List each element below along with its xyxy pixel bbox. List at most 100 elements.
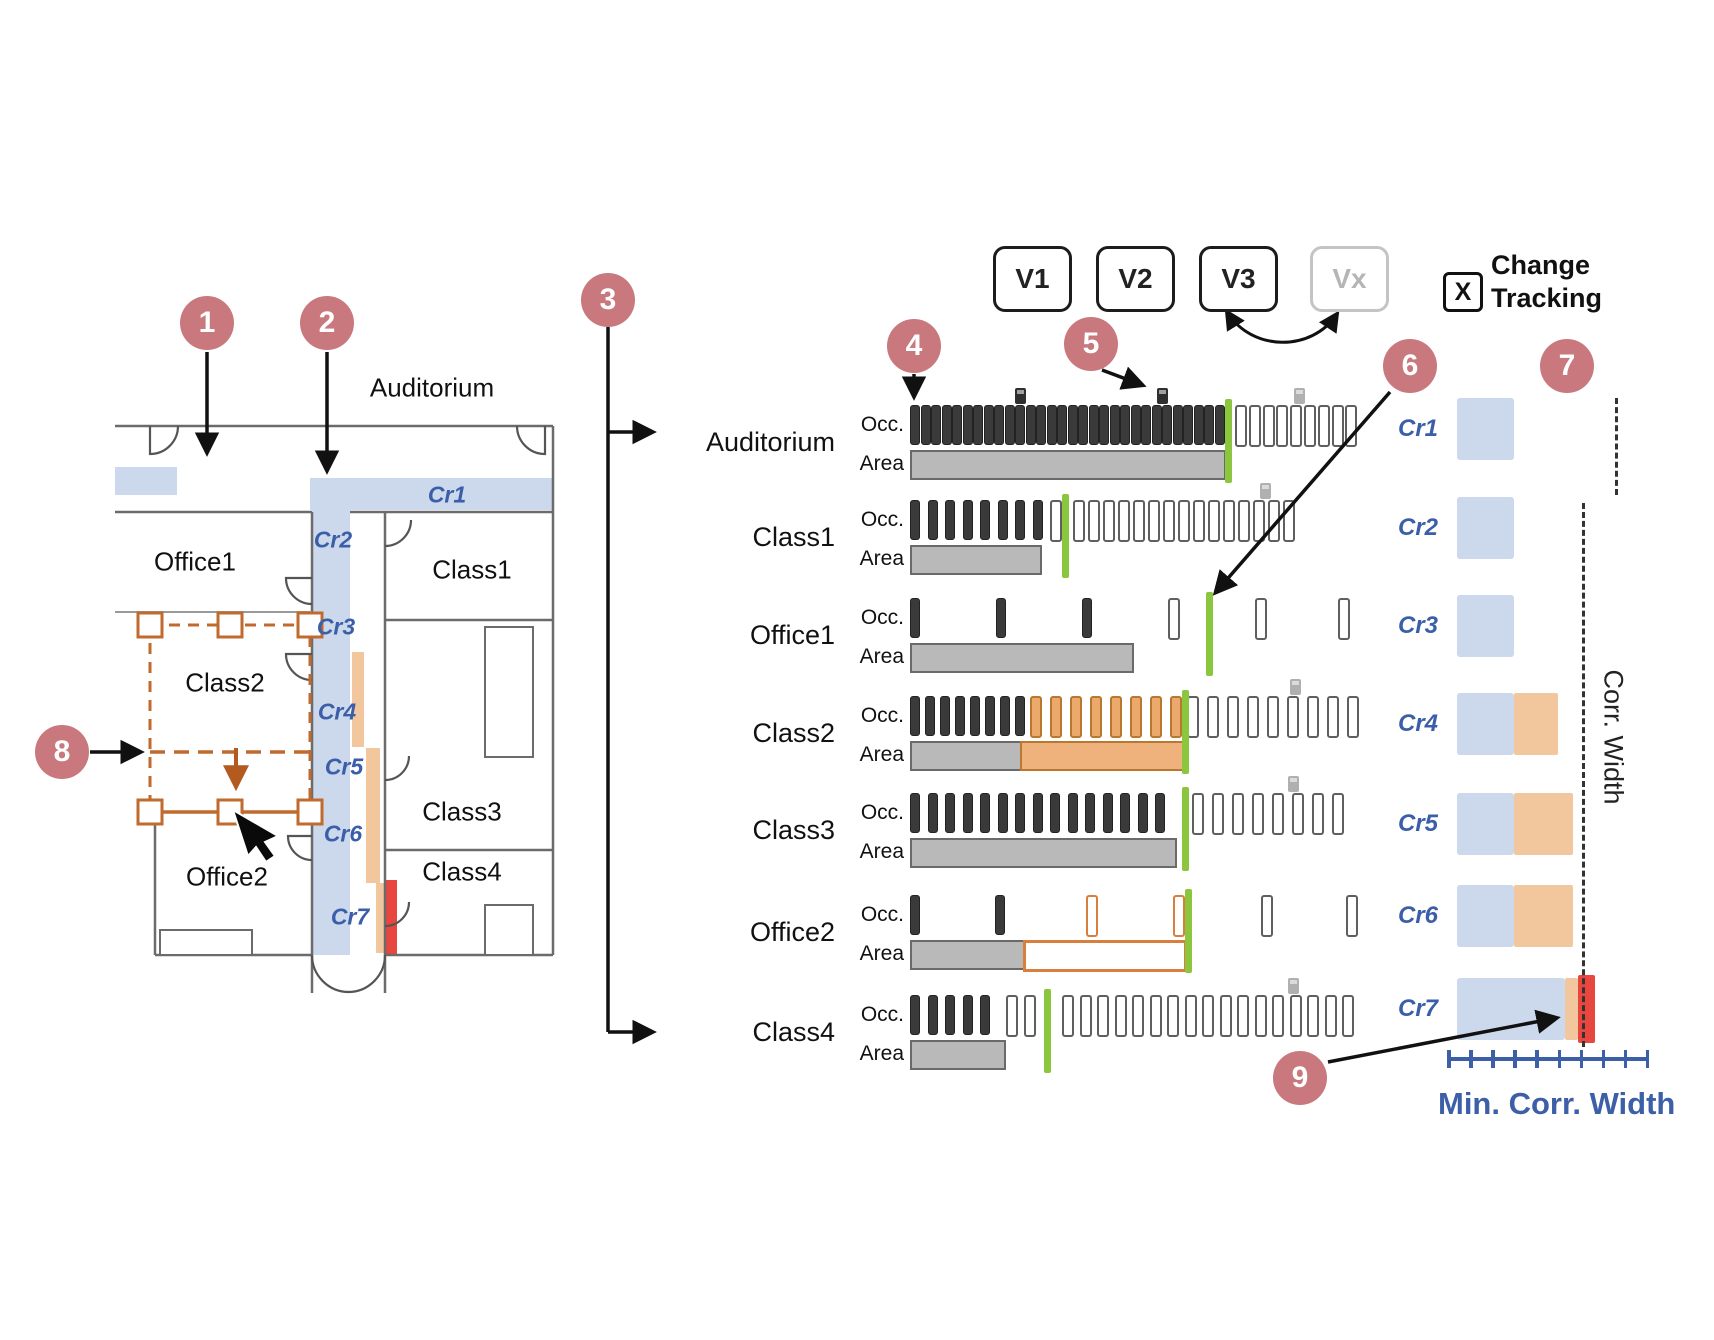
- selection-handles[interactable]: [136, 611, 324, 826]
- occupancy-tick: [1137, 793, 1148, 833]
- occupancy-tick: [1227, 696, 1239, 738]
- version-swap-curved-arrow: [1224, 308, 1340, 344]
- occupancy-tick: [1207, 696, 1219, 738]
- occupancy-tick: [910, 696, 920, 736]
- plan-room-label-class3: Class3: [422, 796, 502, 827]
- occupancy-tick: [1078, 405, 1088, 445]
- occupancy-tick: [1046, 405, 1057, 445]
- corridor-peach-extension: [1514, 885, 1573, 947]
- ruler-tick: [1557, 1050, 1561, 1068]
- version-button-v3[interactable]: V3: [1199, 246, 1278, 312]
- occupancy-tick: [1120, 405, 1130, 445]
- occupancy-tick: [980, 500, 990, 540]
- change-tracking-checkbox[interactable]: X: [1443, 272, 1483, 312]
- row-room-label-class2: Class2: [752, 718, 835, 748]
- occupancy-tick: [980, 793, 990, 833]
- area-axis-label: Area: [859, 1042, 904, 1065]
- occupancy-tick: [1015, 696, 1025, 736]
- annotation-badge-4: 4: [887, 319, 941, 373]
- occupancy-tick: [945, 995, 955, 1035]
- annotation-badge-3: 3: [581, 273, 635, 327]
- current-version-marker: [1225, 399, 1232, 483]
- occ-axis-label: Occ.: [860, 903, 904, 926]
- person-version-icon: [1260, 483, 1271, 499]
- area-bar-segment: [1023, 940, 1187, 972]
- occupancy-tick: [994, 405, 1004, 445]
- ruler-tick: [1645, 1050, 1650, 1068]
- occupancy-tick: [1118, 500, 1130, 542]
- occupancy-tick: [1110, 696, 1122, 738]
- occupancy-tick: [1268, 500, 1280, 542]
- version-button-vx[interactable]: Vx: [1310, 246, 1389, 312]
- occupancy-tick: [1307, 995, 1319, 1037]
- occupancy-tick: [1141, 405, 1151, 445]
- corridor-result-label-cr5: Cr5: [1397, 810, 1439, 837]
- min-corr-width-label: Min. Corr. Width: [1438, 1086, 1676, 1121]
- occupancy-tick: [1290, 405, 1303, 447]
- mouse-cursor-icon: [231, 807, 281, 864]
- occupancy-tick: [910, 995, 920, 1035]
- occupancy-tick: [1192, 793, 1204, 835]
- version-button-v1[interactable]: V1: [993, 246, 1072, 312]
- plan-corridor-label-cr5: Cr5: [324, 753, 364, 780]
- occupancy-tick: [1287, 696, 1299, 738]
- row-room-label-office1: Office1: [749, 620, 835, 650]
- annotation-badge-6: 6: [1383, 339, 1437, 393]
- occupancy-tick: [945, 793, 955, 833]
- occupancy-tick: [1254, 995, 1267, 1037]
- current-version-marker: [1182, 690, 1189, 774]
- occupancy-tick: [1073, 500, 1085, 542]
- annotation-badge-2: 2: [300, 296, 354, 350]
- occupancy-tick: [1050, 696, 1062, 738]
- person-version-icon: [1015, 388, 1026, 404]
- occupancy-tick: [1184, 995, 1197, 1037]
- occ-axis-label: Occ.: [860, 1003, 904, 1026]
- occupancy-tick: [1346, 895, 1358, 937]
- occupancy-tick: [1000, 696, 1010, 736]
- occupancy-tick: [1025, 405, 1036, 445]
- occupancy-tick: [995, 895, 1005, 935]
- plan-corridor-label-cr1: Cr1: [427, 481, 467, 508]
- occupancy-tick: [1283, 500, 1295, 542]
- plan-room-label-office2: Office2: [186, 861, 268, 892]
- occupancy-tick: [910, 500, 920, 540]
- occupancy-tick: [910, 895, 920, 935]
- occupancy-tick: [1183, 405, 1193, 445]
- occupancy-tick: [1204, 405, 1214, 445]
- person-version-icon: [1288, 776, 1299, 792]
- occupancy-tick: [931, 405, 941, 445]
- occupancy-tick: [1067, 793, 1078, 833]
- occupancy-tick: [1247, 696, 1259, 738]
- occupancy-tick: [927, 995, 938, 1035]
- occupancy-tick: [1133, 500, 1145, 542]
- occupancy-tick: [1255, 598, 1267, 640]
- area-axis-label: Area: [859, 547, 904, 570]
- occupancy-tick: [941, 405, 952, 445]
- occupancy-tick: [962, 405, 973, 445]
- occupancy-tick: [1015, 793, 1025, 833]
- occupancy-tick: [1248, 405, 1261, 447]
- occupancy-tick: [1317, 405, 1330, 447]
- area-bar-segment: [910, 450, 1226, 480]
- occupancy-tick: [1162, 405, 1172, 445]
- corridor-width-box: [1457, 497, 1514, 559]
- corridor-result-label-cr3: Cr3: [1397, 612, 1439, 639]
- corridor-width-dashed-line: [1582, 503, 1585, 1047]
- occupancy-tick: [1253, 500, 1265, 542]
- occupancy-tick: [1097, 995, 1109, 1037]
- corridor-result-label-cr1: Cr1: [1397, 415, 1439, 442]
- plan-cr4-peach-strip: [352, 652, 364, 747]
- occupancy-tick: [997, 793, 1008, 833]
- version-button-v2[interactable]: V2: [1096, 246, 1175, 312]
- change-tracking-line1: Change: [1491, 250, 1591, 280]
- occupancy-tick: [1024, 995, 1036, 1037]
- row-room-label-class4: Class4: [752, 1017, 835, 1047]
- annotation-badge-9: 9: [1273, 1051, 1327, 1105]
- plan-corridor-band-left: [115, 467, 177, 495]
- corridor-width-box: [1457, 885, 1514, 947]
- occupancy-tick: [1172, 405, 1183, 445]
- occupancy-tick: [996, 598, 1006, 638]
- occupancy-tick: [1312, 793, 1324, 835]
- occupancy-tick: [1036, 405, 1046, 445]
